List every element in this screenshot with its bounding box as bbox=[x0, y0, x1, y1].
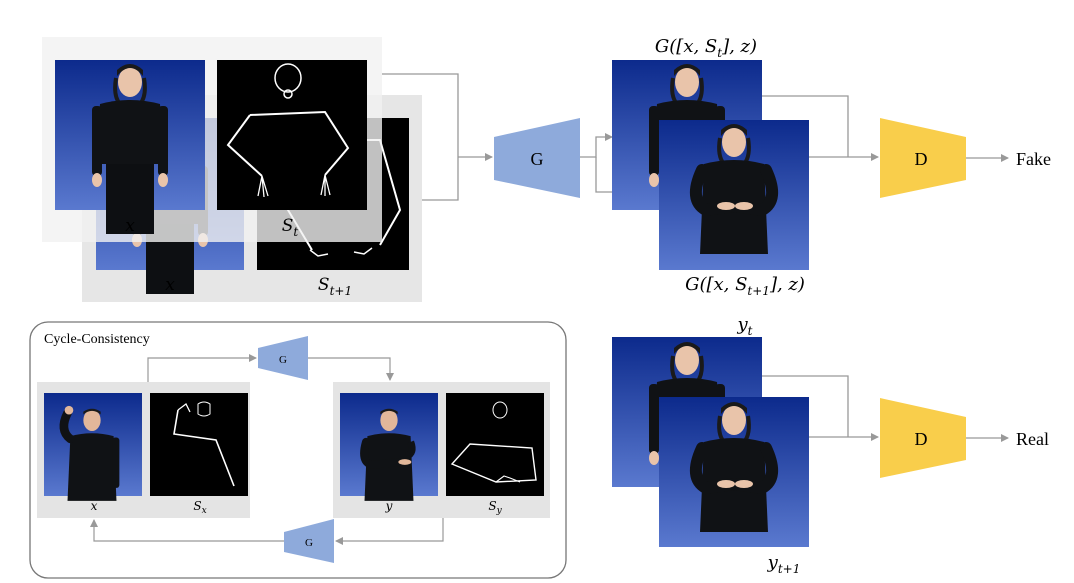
cycle-consistency-panel: Cycle-Consistency x Sx y Sy bbox=[29, 321, 567, 579]
front-skeleton-label: St bbox=[282, 216, 299, 239]
discriminator-real-block: D bbox=[880, 398, 966, 478]
real-output-label: Real bbox=[1016, 429, 1049, 449]
generator-label: G bbox=[531, 149, 544, 169]
cycle-consistency-title: Cycle-Consistency bbox=[44, 332, 150, 347]
generated-to-discriminator-connectors bbox=[762, 95, 879, 161]
cycle-sx-label: Sx bbox=[193, 499, 206, 516]
front-skeleton-image bbox=[217, 60, 367, 210]
cycle-connectors bbox=[90, 354, 444, 545]
generated-top-label: G([x, St], z) bbox=[655, 36, 757, 60]
discriminator-fake-block: D bbox=[880, 118, 966, 198]
cycle-y-label: y bbox=[385, 499, 393, 513]
real-to-discriminator-connectors bbox=[762, 375, 879, 441]
generated-frame-t1 bbox=[659, 120, 809, 270]
generated-bottom-label: G([x, St+1], z) bbox=[685, 274, 805, 298]
cycle-generator-top-label: G bbox=[279, 354, 287, 366]
front-photo bbox=[55, 60, 205, 236]
cycle-x-label: x bbox=[91, 499, 98, 513]
cycle-generator-bottom-label: G bbox=[305, 537, 313, 549]
input-stack: x St+1 x St bbox=[42, 37, 422, 302]
cycle-sy-label: Sy bbox=[488, 499, 502, 516]
cycle-y-photo bbox=[340, 393, 438, 501]
discriminator-real-label: D bbox=[915, 429, 928, 449]
generator-block: G bbox=[494, 118, 580, 198]
real-frames: yt yt+1 bbox=[612, 314, 809, 576]
real-frame-t1 bbox=[659, 397, 809, 547]
cycle-sy-skeleton bbox=[446, 393, 544, 496]
real-top-label: yt bbox=[737, 314, 753, 338]
front-image-label: x bbox=[125, 216, 135, 236]
cycle-generator-bottom: G bbox=[284, 519, 334, 563]
real-bottom-label: yt+1 bbox=[767, 552, 801, 576]
cycle-x-photo bbox=[44, 393, 142, 501]
cycle-generator-top: G bbox=[258, 336, 308, 380]
generated-frames: G([x, St], z) G([x, St+1], z) bbox=[612, 36, 809, 298]
input-to-generator-connectors bbox=[382, 73, 493, 201]
back-image-label: x bbox=[165, 275, 175, 295]
back-skeleton-label: St+1 bbox=[318, 275, 352, 298]
cycle-sx-skeleton bbox=[150, 393, 248, 496]
discriminator-fake-label: D bbox=[915, 149, 928, 169]
fake-output-label: Fake bbox=[1016, 149, 1051, 169]
